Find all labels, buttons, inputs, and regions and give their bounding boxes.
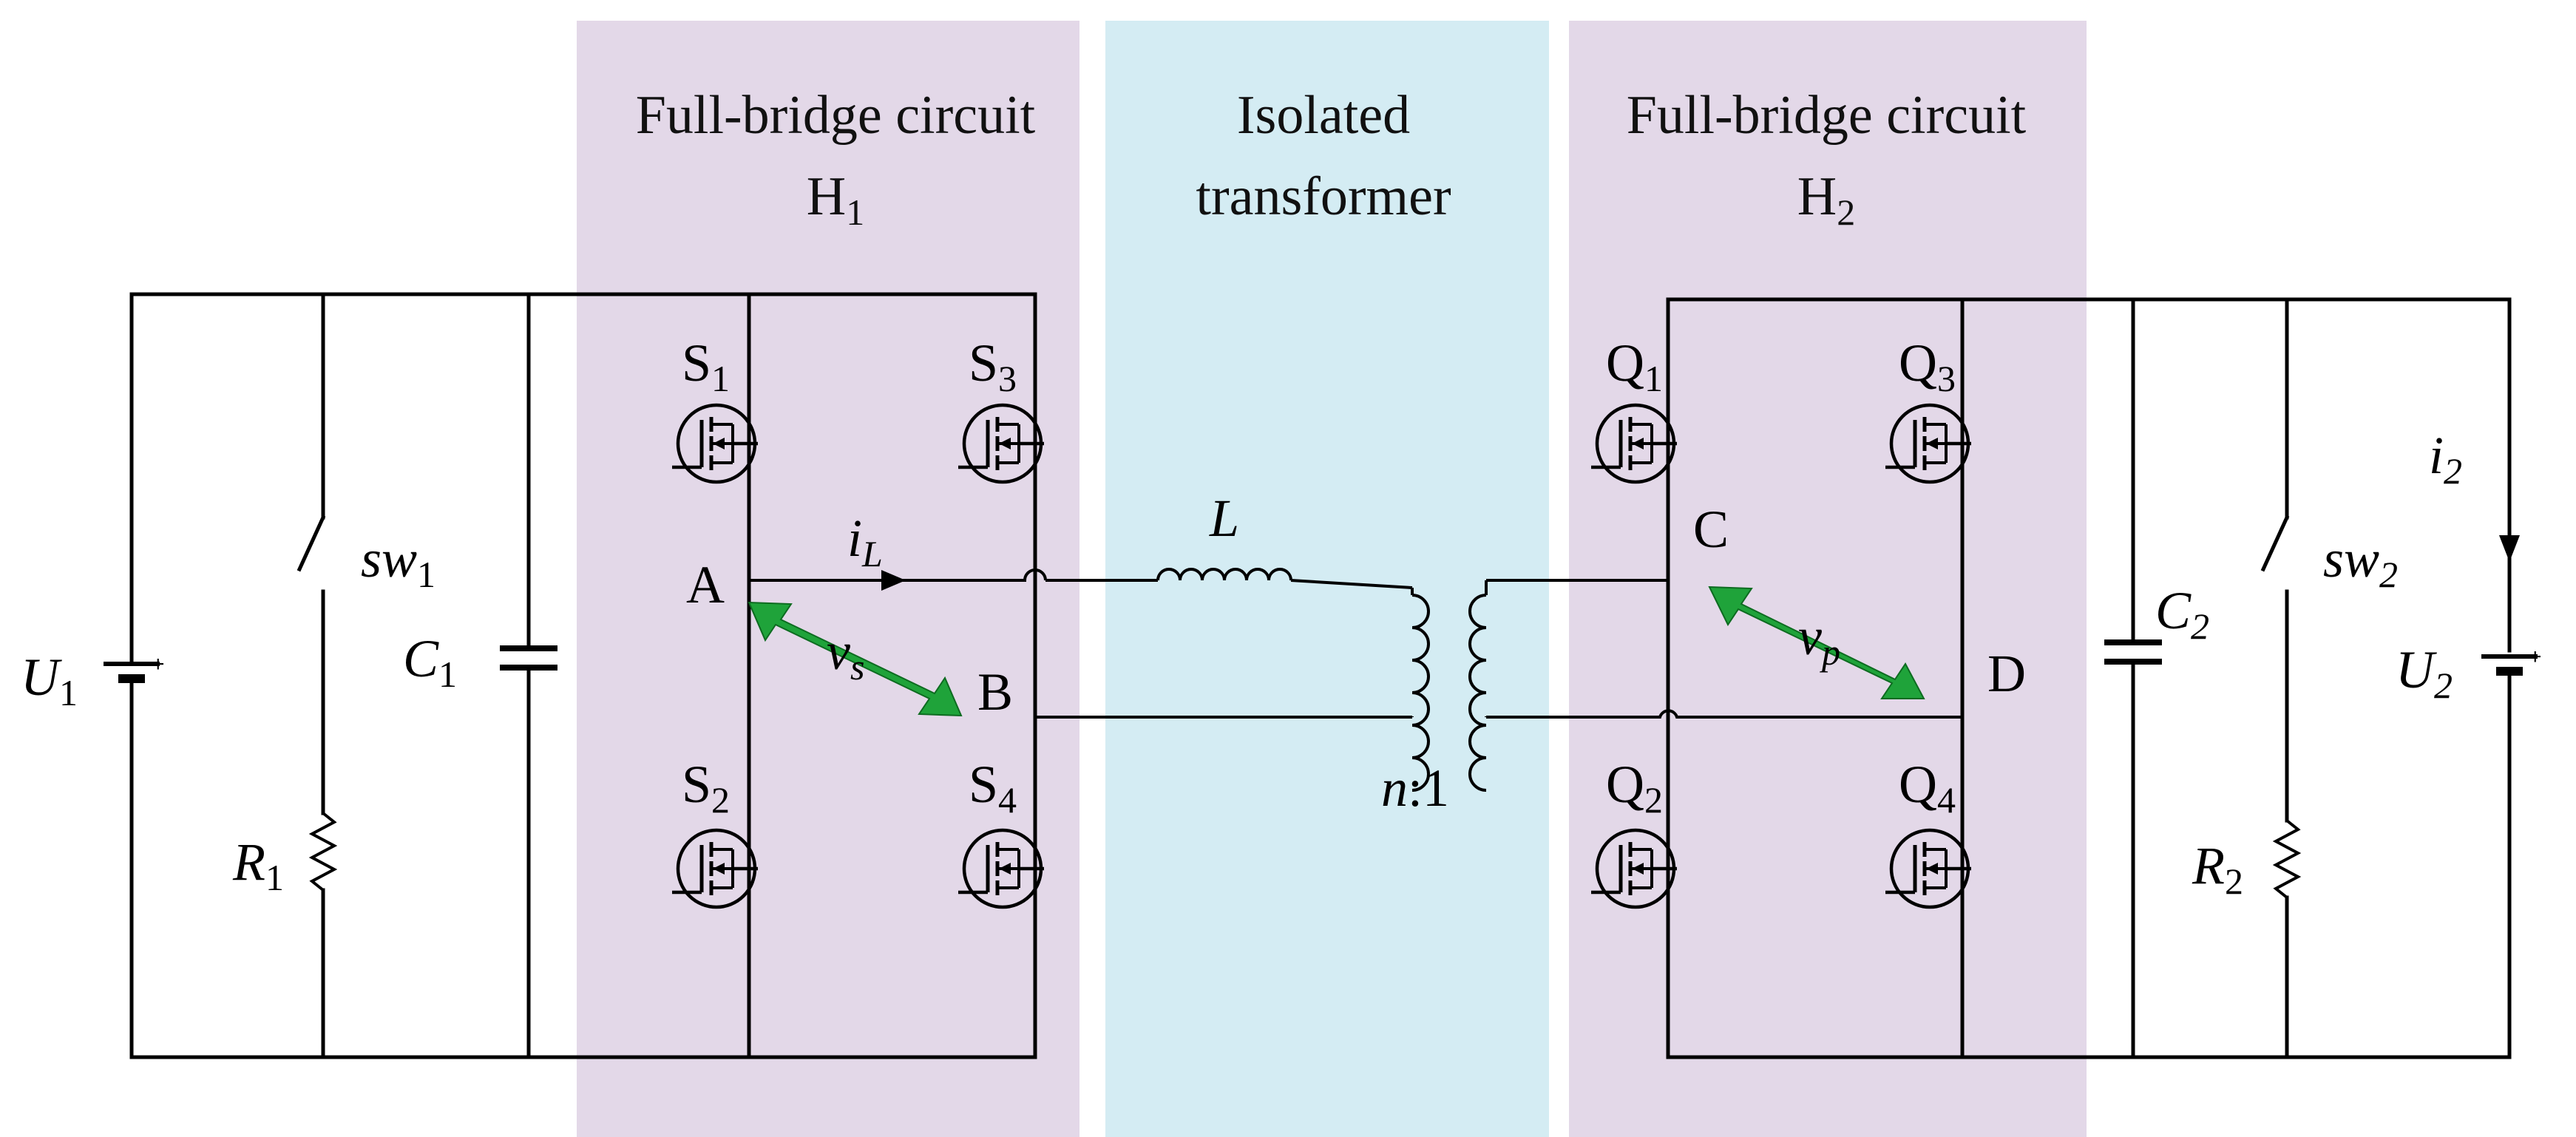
label-i2: i2 (2429, 426, 2462, 492)
svg-text:+: + (2529, 645, 2542, 669)
h2-bridge (1591, 297, 2512, 1059)
label-node-d: D (1987, 644, 2026, 703)
label-inductor: L (1209, 489, 1239, 548)
label-q3: Q3 (1899, 333, 1956, 399)
h1-title-line1: Full-bridge circuit (636, 85, 1036, 146)
label-sw1: sw1 (361, 529, 435, 595)
label-s3: S3 (969, 333, 1017, 399)
left-source-network: + (104, 292, 1037, 1059)
label-vp: vp (1798, 607, 1840, 673)
battery-u1: + (104, 652, 165, 705)
right-load-network: + (2104, 297, 2542, 1059)
transformer-title-line1: Isolated (1237, 85, 1410, 146)
label-s4: S4 (969, 755, 1017, 821)
label-u2: U2 (2396, 640, 2453, 706)
h1-bridge (672, 292, 1047, 1059)
transformer-secondary-winding (1468, 594, 1487, 792)
transformer-title-line2: transformer (1196, 166, 1451, 227)
voltage-arrow-vs (748, 601, 963, 717)
label-node-a: A (686, 555, 725, 614)
label-turns-ratio: n:1 (1381, 758, 1449, 818)
resistor-r2 (2272, 819, 2302, 899)
label-node-c: C (1693, 500, 1729, 559)
label-node-b: B (977, 662, 1013, 722)
h2-title-line2: H2 (1797, 166, 1855, 233)
label-q2: Q2 (1606, 755, 1663, 821)
label-q1: Q1 (1606, 333, 1663, 399)
label-u1: U1 (21, 648, 78, 713)
label-r1: R1 (232, 832, 284, 898)
resistor-r1 (308, 812, 338, 892)
h2-title-line1: Full-bridge circuit (1627, 85, 2027, 146)
label-r2: R2 (2192, 836, 2243, 902)
current-arrow-i2 (2499, 535, 2520, 562)
label-c2: C2 (2155, 581, 2209, 647)
label-q4: Q4 (1899, 755, 1956, 821)
h1-title-line2: H1 (807, 166, 864, 233)
svg-text:+: + (152, 652, 165, 676)
inductor-l (1156, 568, 1292, 581)
battery-u2: + (2481, 645, 2542, 676)
label-sw2: sw2 (2323, 529, 2398, 595)
label-vs: vs (827, 622, 864, 688)
transformer-primary-winding (1411, 594, 1430, 792)
label-s2: S2 (682, 755, 730, 821)
label-c1: C1 (403, 629, 457, 695)
label-il: iL (847, 509, 883, 574)
label-s1: S1 (682, 333, 730, 399)
voltage-arrow-vp (1708, 586, 1925, 699)
current-arrow-il (881, 570, 906, 591)
